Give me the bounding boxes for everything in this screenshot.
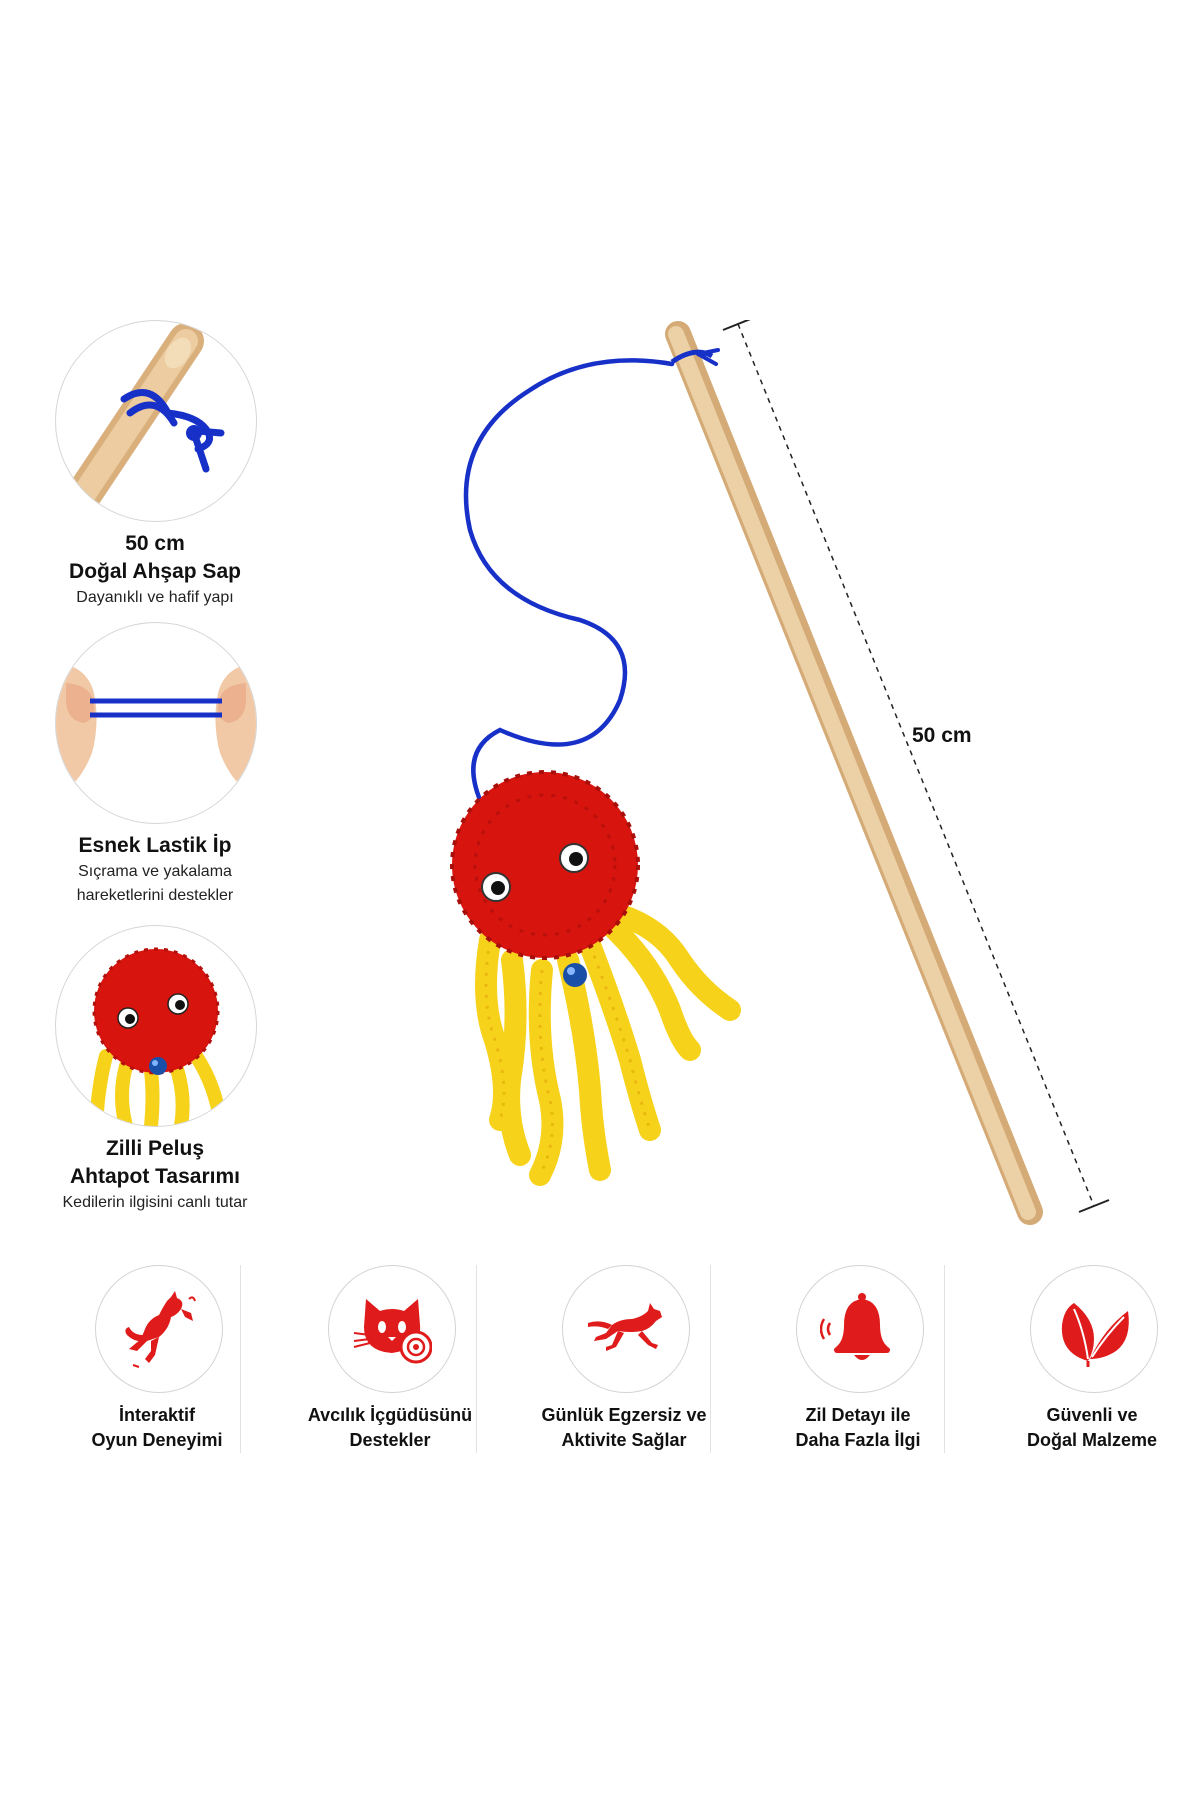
benefit-label: Günlük Egzersiz ve Aktivite Sağlar [507,1403,741,1453]
leaves-icon [1061,1303,1129,1367]
elastic-rope [463,358,675,803]
feature-circle-plush-octopus [55,925,257,1127]
benefit-label: Zil Detayı ile Daha Fazla İlgi [741,1403,975,1453]
feature-title-line2: Doğal Ahşap Sap [69,560,241,583]
octopus-pupil-right [569,852,583,866]
benefit-label-line1: Avcılık İçgüdüsünü [307,1405,473,1425]
benefit-label-line1: İnteraktif [118,1405,196,1425]
feature-title-line2: Ahtapot Tasarımı [70,1165,240,1188]
benefit-label: Güvenli ve Doğal Malzeme [975,1403,1200,1453]
feature-circle-wooden-handle [55,320,257,522]
tentacle-texture [484,939,652,1176]
benefit-label-line2: Doğal Malzeme [1026,1430,1158,1450]
benefit-divider [240,1265,241,1453]
octopus-bell [563,963,587,987]
benefit-daily-exercise: Günlük Egzersiz ve Aktivite Sağlar [507,1265,741,1455]
benefit-circle [796,1265,924,1393]
feature-title-line1: 50 cm [125,532,185,555]
benefit-label-line2: Destekler [349,1430,431,1450]
product-image-cat-wand-octopus [450,320,1110,1225]
running-cat-icon [588,1303,662,1351]
feature-text-plush-octopus: Zilli Peluş Ahtapot Tasarımı Kedilerin i… [20,1135,290,1215]
benefit-label-line2: Aktivite Sağlar [561,1430,687,1450]
octopus-body [452,772,638,958]
feature-subtitle-line2: hareketlerini destekler [76,887,234,904]
benefit-label-line1: Zil Detayı ile [805,1405,911,1425]
benefit-divider [944,1265,945,1453]
octopus-bell-shine [567,967,575,975]
stick-knot-ends [696,348,720,366]
stick-knot [670,349,714,365]
benefit-circle [562,1265,690,1393]
dimension-label: 50 cm [912,724,972,747]
feature-title-line1: Esnek Lastik İp [78,834,232,857]
feature-subtitle: Kedilerin ilgisini canlı tutar [62,1194,248,1211]
benefit-label-line2: Daha Fazla İlgi [795,1430,921,1450]
feature-title-line1: Zilli Peluş [105,1137,205,1160]
cat-face-target-icon [353,1299,432,1364]
feature-circle-elastic-rope [55,622,257,824]
benefit-label-line1: Güvenli ve [1046,1405,1138,1425]
stretch-rope-icon [56,663,256,793]
octopus-body-texture-inner [473,793,617,937]
feature-subtitle: Dayanıklı ve hafif yapı [76,589,234,606]
bell-icon [820,1293,890,1360]
benefit-bell-detail: Zil Detayı ile Daha Fazla İlgi [741,1265,975,1455]
octopus-body-texture [450,770,640,960]
benefit-divider [476,1265,477,1453]
benefit-safe-natural-material: Güvenli ve Doğal Malzeme [975,1265,1200,1455]
benefit-circle [1030,1265,1158,1393]
octopus-tentacles [475,899,741,1186]
feature-text-wooden-handle: 50 cm Doğal Ahşap Sap Dayanıklı ve hafif… [20,530,290,610]
benefit-hunting-instinct: Avcılık İçgüdüsünü Destekler [273,1265,507,1455]
benefit-label-line2: Oyun Deneyimi [91,1430,223,1450]
dimension-tick-top [722,320,751,331]
octopus-pupil-left [491,881,505,895]
benefit-label-line1: Günlük Egzersiz ve [541,1405,707,1425]
benefit-label: Avcılık İçgüdüsünü Destekler [273,1403,507,1453]
benefit-circle [95,1265,223,1393]
dimension-tick-bottom [1078,1199,1110,1213]
benefit-divider [710,1265,711,1453]
feature-text-elastic-rope: Esnek Lastik İp Sıçrama ve yakalama hare… [20,832,290,908]
dimension-line [737,323,1095,1207]
wooden-stick-highlight [668,326,1036,1220]
jumping-cat-icon [125,1291,196,1368]
benefit-circle [328,1265,456,1393]
benefit-label: İnteraktif Oyun Deneyimi [40,1403,274,1453]
wooden-stick-knot-icon [58,323,225,521]
benefit-interactive-play: İnteraktif Oyun Deneyimi [40,1265,274,1455]
plush-octopus-icon [89,947,228,1126]
feature-subtitle-line1: Sıçrama ve yakalama [78,863,232,880]
